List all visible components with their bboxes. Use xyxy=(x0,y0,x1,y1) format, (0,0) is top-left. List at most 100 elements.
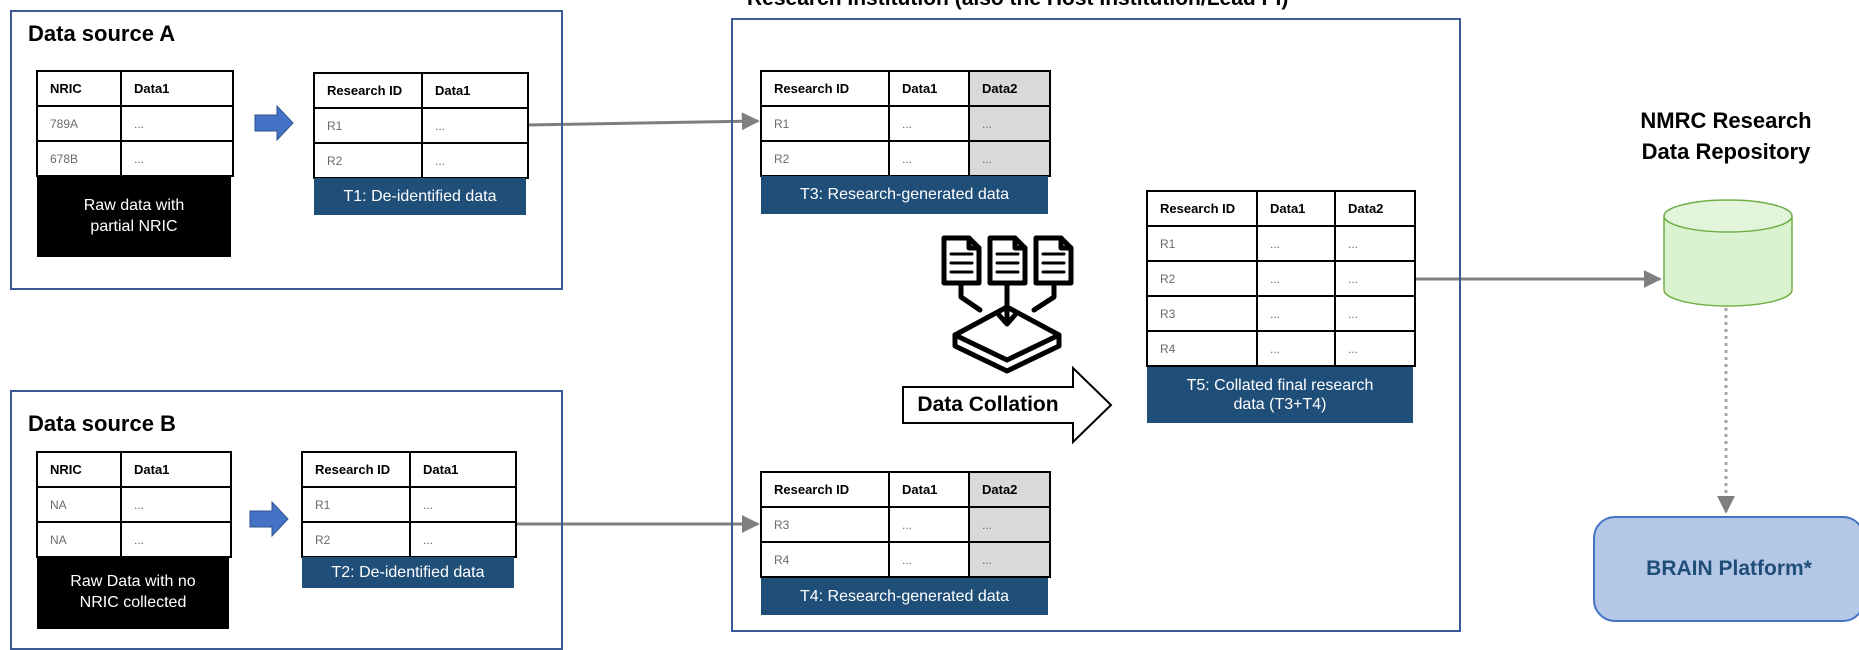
table-cell: R2 xyxy=(1146,260,1258,297)
table-header-cell: Data1 xyxy=(120,70,234,107)
t4-caption: T4: Research-generated data xyxy=(761,578,1048,615)
table-row: R4 ... ... xyxy=(1146,330,1416,367)
table-cell: ... xyxy=(1334,260,1416,297)
table-cell: 789A xyxy=(36,105,122,142)
table-row: R1 ... xyxy=(313,107,529,144)
t3-table: Research ID Data1 Data2 R1 ... ... R2 ..… xyxy=(760,70,1051,177)
t3-caption: T3: Research-generated data xyxy=(761,176,1048,214)
table-cell: NA xyxy=(36,486,122,523)
nmrc-repository-title: NMRC Research Data Repository xyxy=(1640,108,1812,164)
t5-caption: T5: Collated final research data (T3+T4) xyxy=(1147,367,1413,423)
table-cell: ... xyxy=(1256,225,1336,262)
table-cell: ... xyxy=(421,107,529,144)
table-header-cell: Research ID xyxy=(1146,190,1258,227)
table-cell: NA xyxy=(36,521,122,558)
data-collation-label: Data Collation xyxy=(917,393,1059,416)
table-row: R1 ... ... xyxy=(760,105,1051,142)
table-header-row: Research ID Data1 Data2 xyxy=(1146,190,1416,227)
table-cell: ... xyxy=(1334,295,1416,332)
table-row: R2 ... xyxy=(313,142,529,179)
table-cell: ... xyxy=(888,541,970,578)
table-row: NA ... xyxy=(36,521,232,558)
database-cylinder-icon xyxy=(1663,199,1793,307)
table-cell: R1 xyxy=(313,107,423,144)
table-cell: ... xyxy=(421,142,529,179)
table-header-cell: Data1 xyxy=(1256,190,1336,227)
table-header-row: Research ID Data1 Data2 xyxy=(760,70,1051,107)
table-cell: ... xyxy=(1256,330,1336,367)
table-cell: ... xyxy=(120,521,232,558)
table-row: R4 ... ... xyxy=(760,541,1051,578)
table-header-row: NRIC Data1 xyxy=(36,451,232,488)
table-cell: R2 xyxy=(301,521,411,558)
table-row: R3 ... ... xyxy=(760,506,1051,543)
table-header-cell: Data2 xyxy=(968,471,1051,508)
table-cell: ... xyxy=(1334,330,1416,367)
research-institution-frame xyxy=(731,18,1461,632)
collation-arrow-shape xyxy=(902,365,1113,445)
table-header-cell: NRIC xyxy=(36,70,122,107)
source-a-raw-caption: Raw data with partial NRIC xyxy=(37,176,231,257)
table-header-cell: Research ID xyxy=(760,70,890,107)
t1-caption: T1: De-identified data xyxy=(314,178,526,215)
table-cell: ... xyxy=(1256,295,1336,332)
table-row: 789A ... xyxy=(36,105,234,142)
table-header-cell: Data1 xyxy=(421,72,529,109)
table-cell: R1 xyxy=(1146,225,1258,262)
research-institution-title: Research Institution (also the Host Inst… xyxy=(747,0,1288,11)
table-cell: R2 xyxy=(313,142,423,179)
source-a-raw-table: NRIC Data1 789A ... 678B ... xyxy=(36,70,234,177)
table-cell: 678B xyxy=(36,140,122,177)
table-header-cell: Data1 xyxy=(888,70,970,107)
table-cell: ... xyxy=(968,506,1051,543)
table-cell: R2 xyxy=(760,140,890,177)
t4-table: Research ID Data1 Data2 R3 ... ... R4 ..… xyxy=(760,471,1051,578)
table-row: R3 ... ... xyxy=(1146,295,1416,332)
table-cell: ... xyxy=(888,506,970,543)
t5-table: Research ID Data1 Data2 R1 ... ... R2 ..… xyxy=(1146,190,1416,367)
table-header-cell: Data2 xyxy=(968,70,1051,107)
data-source-b-title: Data source B xyxy=(28,411,176,436)
table-cell: ... xyxy=(888,140,970,177)
table-cell: ... xyxy=(120,140,234,177)
source-b-raw-table: NRIC Data1 NA ... NA ... xyxy=(36,451,232,558)
t2-caption: T2: De-identified data xyxy=(302,557,514,588)
table-header-row: Research ID Data1 xyxy=(313,72,529,109)
table-cell: ... xyxy=(968,105,1051,142)
t2-table: Research ID Data1 R1 ... R2 ... xyxy=(301,451,517,558)
table-row: R1 ... ... xyxy=(1146,225,1416,262)
table-cell: ... xyxy=(409,486,517,523)
table-cell: ... xyxy=(968,541,1051,578)
arrow-a-raw-to-t1 xyxy=(254,104,294,142)
table-row: R2 ... ... xyxy=(760,140,1051,177)
table-row: R2 ... ... xyxy=(1146,260,1416,297)
table-cell: R1 xyxy=(760,105,890,142)
t1-table: Research ID Data1 R1 ... R2 ... xyxy=(313,72,529,179)
source-b-raw-caption: Raw Data with no NRIC collected xyxy=(37,556,229,629)
table-cell: R3 xyxy=(760,506,890,543)
table-header-cell: Data1 xyxy=(888,471,970,508)
table-cell: ... xyxy=(1256,260,1336,297)
table-cell: R4 xyxy=(1146,330,1258,367)
table-header-row: NRIC Data1 xyxy=(36,70,234,107)
table-cell: R4 xyxy=(760,541,890,578)
table-header-cell: Data1 xyxy=(409,451,517,488)
table-cell: ... xyxy=(409,521,517,558)
table-row: R1 ... xyxy=(301,486,517,523)
table-row: R2 ... xyxy=(301,521,517,558)
table-cell: ... xyxy=(1334,225,1416,262)
table-row: 678B ... xyxy=(36,140,234,177)
brain-platform-node[interactable]: BRAIN Platform* xyxy=(1593,516,1859,622)
table-header-cell: Data1 xyxy=(120,451,232,488)
table-cell: ... xyxy=(120,105,234,142)
connector-t1-to-t3 xyxy=(525,112,760,131)
arrow-b-raw-to-t2 xyxy=(249,500,289,538)
data-source-a-frame xyxy=(10,10,563,290)
table-cell: ... xyxy=(968,140,1051,177)
table-header-cell: Data2 xyxy=(1334,190,1416,227)
table-cell: R3 xyxy=(1146,295,1258,332)
table-cell: R1 xyxy=(301,486,411,523)
table-header-cell: Research ID xyxy=(760,471,890,508)
table-cell: ... xyxy=(888,105,970,142)
